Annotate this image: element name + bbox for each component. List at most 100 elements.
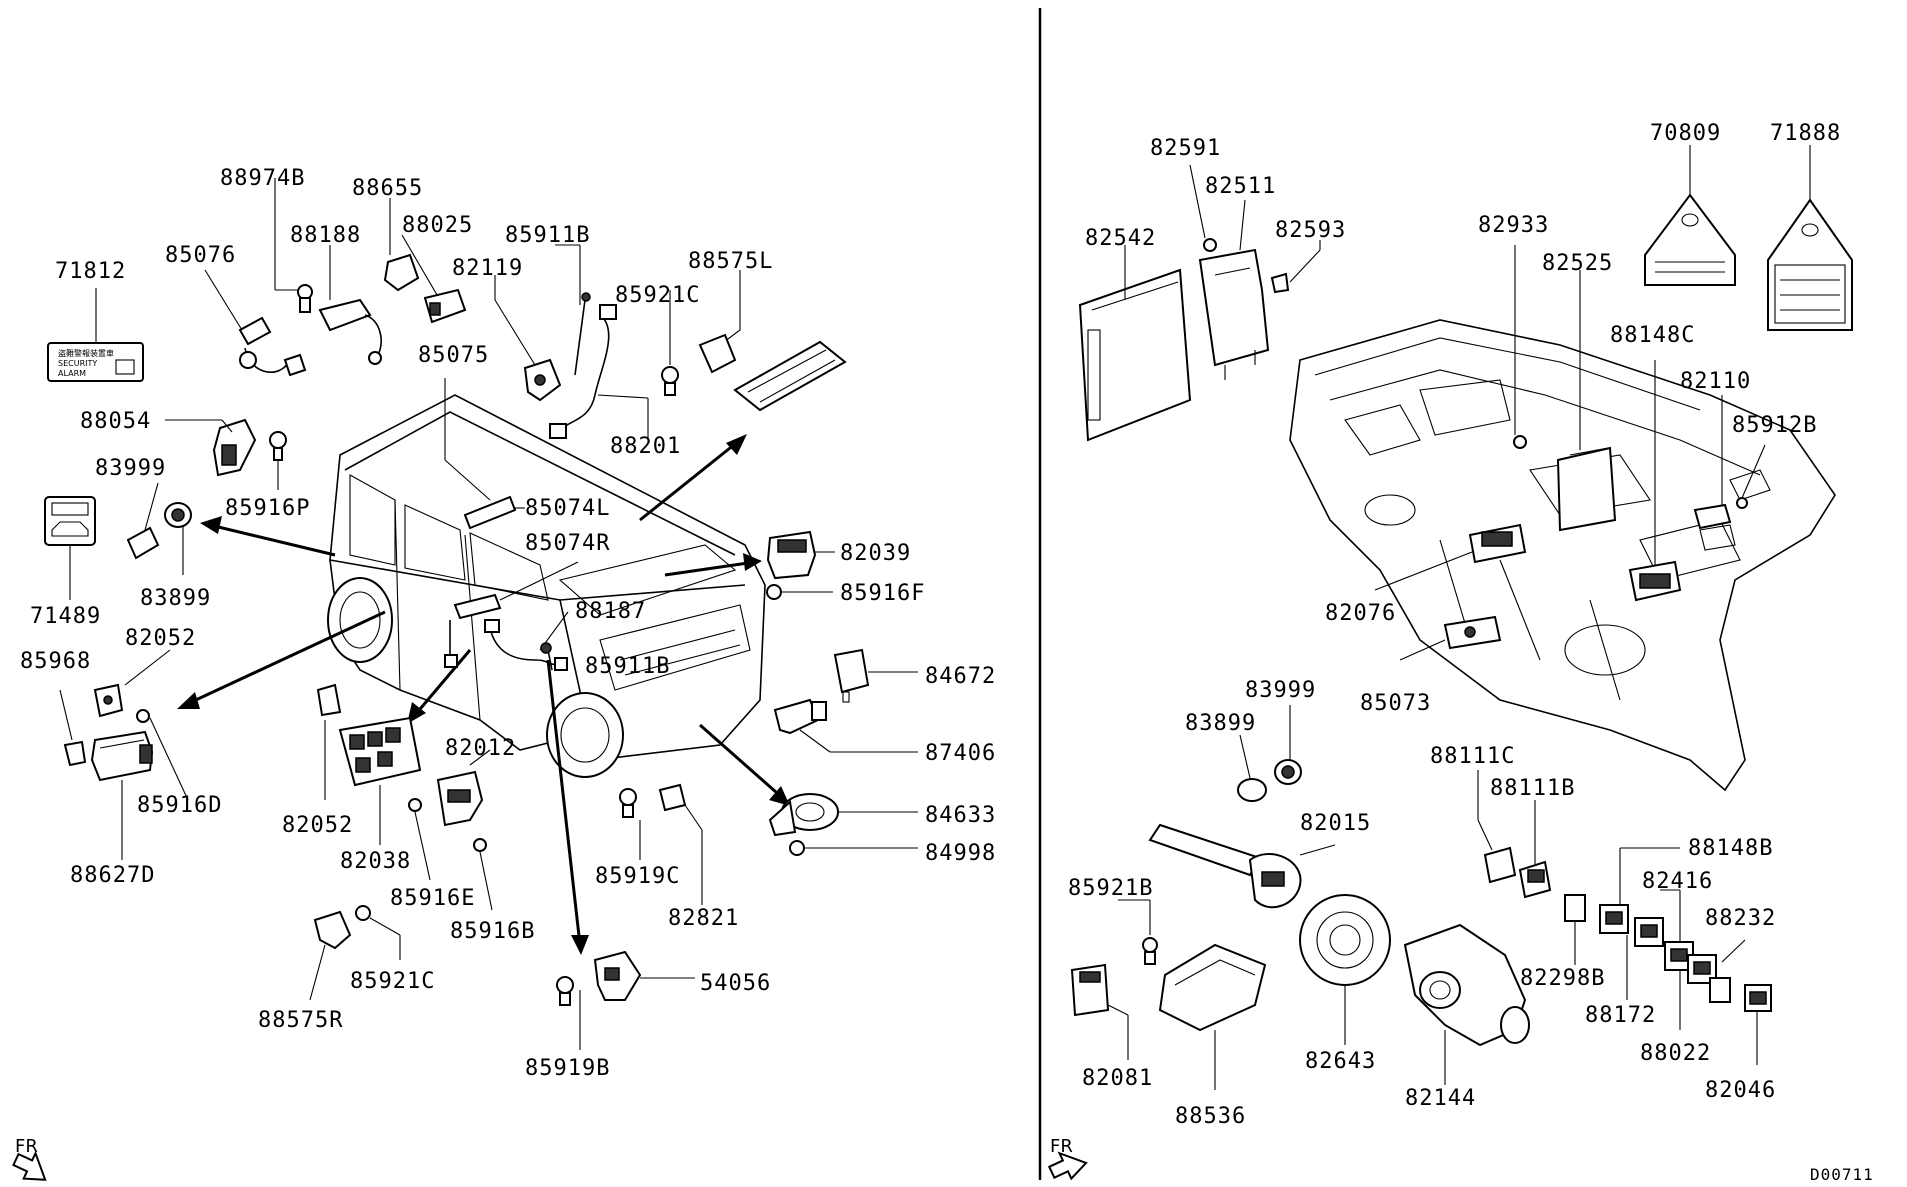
svg-text:SECURITY: SECURITY xyxy=(58,359,97,368)
switch-cluster xyxy=(1564,847,1772,1065)
bolt-84998 xyxy=(789,840,918,856)
part-label: 84633 xyxy=(925,803,996,828)
part-label: 88575R xyxy=(258,1008,343,1033)
harness-85076 xyxy=(204,269,307,377)
part-label: 88655 xyxy=(352,176,423,201)
bolt-85916D xyxy=(136,709,189,801)
part-85074 xyxy=(453,495,579,620)
part-label: 84672 xyxy=(925,664,996,689)
switch-82081 xyxy=(1070,963,1129,1060)
part-label: 85919C xyxy=(595,864,680,889)
part-label: 82110 xyxy=(1680,369,1751,394)
label-71489 xyxy=(44,496,96,600)
harness-88201 xyxy=(549,304,649,440)
part-label: 82052 xyxy=(282,813,353,838)
sensor-88575R xyxy=(309,910,352,1001)
part-54056 xyxy=(593,950,695,1001)
left-part-labels: 71812 88974B 88655 88188 88025 85076 821… xyxy=(20,166,996,1081)
bolt-85912B xyxy=(1736,444,1766,509)
part-label: 82933 xyxy=(1478,213,1549,238)
part-label: 82643 xyxy=(1305,1049,1376,1074)
bolt-85916E xyxy=(408,798,431,881)
part-label: 82039 xyxy=(840,541,911,566)
part-82052-bot xyxy=(316,683,342,800)
part-82821 xyxy=(658,783,703,905)
dashboard-frame xyxy=(1289,319,1836,792)
part-label: 82821 xyxy=(668,906,739,931)
part-label: 85073 xyxy=(1360,691,1431,716)
part-label: 82542 xyxy=(1085,226,1156,251)
part-label: 82593 xyxy=(1275,218,1346,243)
part-label: 82046 xyxy=(1705,1078,1776,1103)
combination-switch-82015 xyxy=(1148,823,1336,909)
part-82110 xyxy=(1693,395,1732,530)
part-label: 82525 xyxy=(1542,251,1613,276)
part-label: 82416 xyxy=(1642,869,1713,894)
part-label: 88232 xyxy=(1705,906,1776,931)
part-85075 xyxy=(444,378,491,501)
switch-88148C xyxy=(1628,360,1682,602)
part-label: 82511 xyxy=(1205,174,1276,199)
harness-88187 xyxy=(444,611,569,671)
part-label: 88187 xyxy=(575,599,646,624)
part-label: 85074L xyxy=(525,496,610,521)
part-83999-83899-right xyxy=(1237,705,1302,802)
ecu-82542 xyxy=(1078,245,1192,442)
tag-70809 xyxy=(1644,145,1736,286)
part-label: 85075 xyxy=(418,343,489,368)
part-82119 xyxy=(494,275,562,402)
part-label: 82052 xyxy=(125,626,196,651)
part-label: 82038 xyxy=(340,849,411,874)
part-label: 83899 xyxy=(140,586,211,611)
part-label: 85921B xyxy=(1068,876,1153,901)
part-label: 71888 xyxy=(1770,121,1841,146)
part-label: 88054 xyxy=(80,409,151,434)
sensor-88575L xyxy=(698,270,741,374)
bolt-88974B xyxy=(274,178,313,313)
part-88025 xyxy=(401,234,467,324)
steering-lock-82144 xyxy=(1403,923,1530,1085)
switch-88111B xyxy=(1518,800,1552,899)
part-label: 88575L xyxy=(688,249,773,274)
part-label: 85968 xyxy=(20,649,91,674)
part-label: 82591 xyxy=(1150,136,1221,161)
bolt-85916F xyxy=(766,584,833,600)
part-88655 xyxy=(383,198,420,292)
fr-marker-left: FR xyxy=(12,1136,47,1181)
part-label: 85916P xyxy=(225,496,310,521)
part-label: 82119 xyxy=(452,256,523,281)
part-label: 88111B xyxy=(1490,776,1575,801)
part-label: 82081 xyxy=(1082,1066,1153,1091)
part-83999-83899-left xyxy=(126,482,192,575)
svg-text:FR: FR xyxy=(15,1136,38,1157)
part-label: 88111C xyxy=(1430,744,1515,769)
part-label: 85076 xyxy=(165,243,236,268)
part-label: 83899 xyxy=(1185,711,1256,736)
part-label: 83999 xyxy=(1245,678,1316,703)
bolt-85921C-bot xyxy=(355,905,401,960)
svg-text:盗難警報装置車: 盗難警報装置車 xyxy=(58,348,114,358)
part-label: 88188 xyxy=(290,223,361,248)
part-label: 84998 xyxy=(925,841,996,866)
tag-71888 xyxy=(1767,145,1853,331)
bracket-88188 xyxy=(318,245,382,365)
part-label: 88536 xyxy=(1175,1104,1246,1129)
part-label: 85916E xyxy=(390,886,475,911)
part-label: 54056 xyxy=(700,971,771,996)
part-label: 85916F xyxy=(840,581,925,606)
switch-82076 xyxy=(1374,523,1527,591)
pointer-arrows xyxy=(177,434,790,955)
diagram-code: D00711 xyxy=(1810,1165,1874,1184)
horn-84633 xyxy=(768,793,918,837)
cable-85911B-mid xyxy=(540,642,553,671)
svg-text:ALARM: ALARM xyxy=(58,369,86,378)
bolt-82933 xyxy=(1513,245,1527,449)
bolt-85919B xyxy=(556,976,581,1050)
airbag-module-88536 xyxy=(1158,943,1267,1090)
bolt-85916P xyxy=(269,431,287,490)
part-label: 82012 xyxy=(445,736,516,761)
relay-84672 xyxy=(833,648,918,703)
part-label: 71489 xyxy=(30,604,101,629)
part-label: 88172 xyxy=(1585,1003,1656,1028)
